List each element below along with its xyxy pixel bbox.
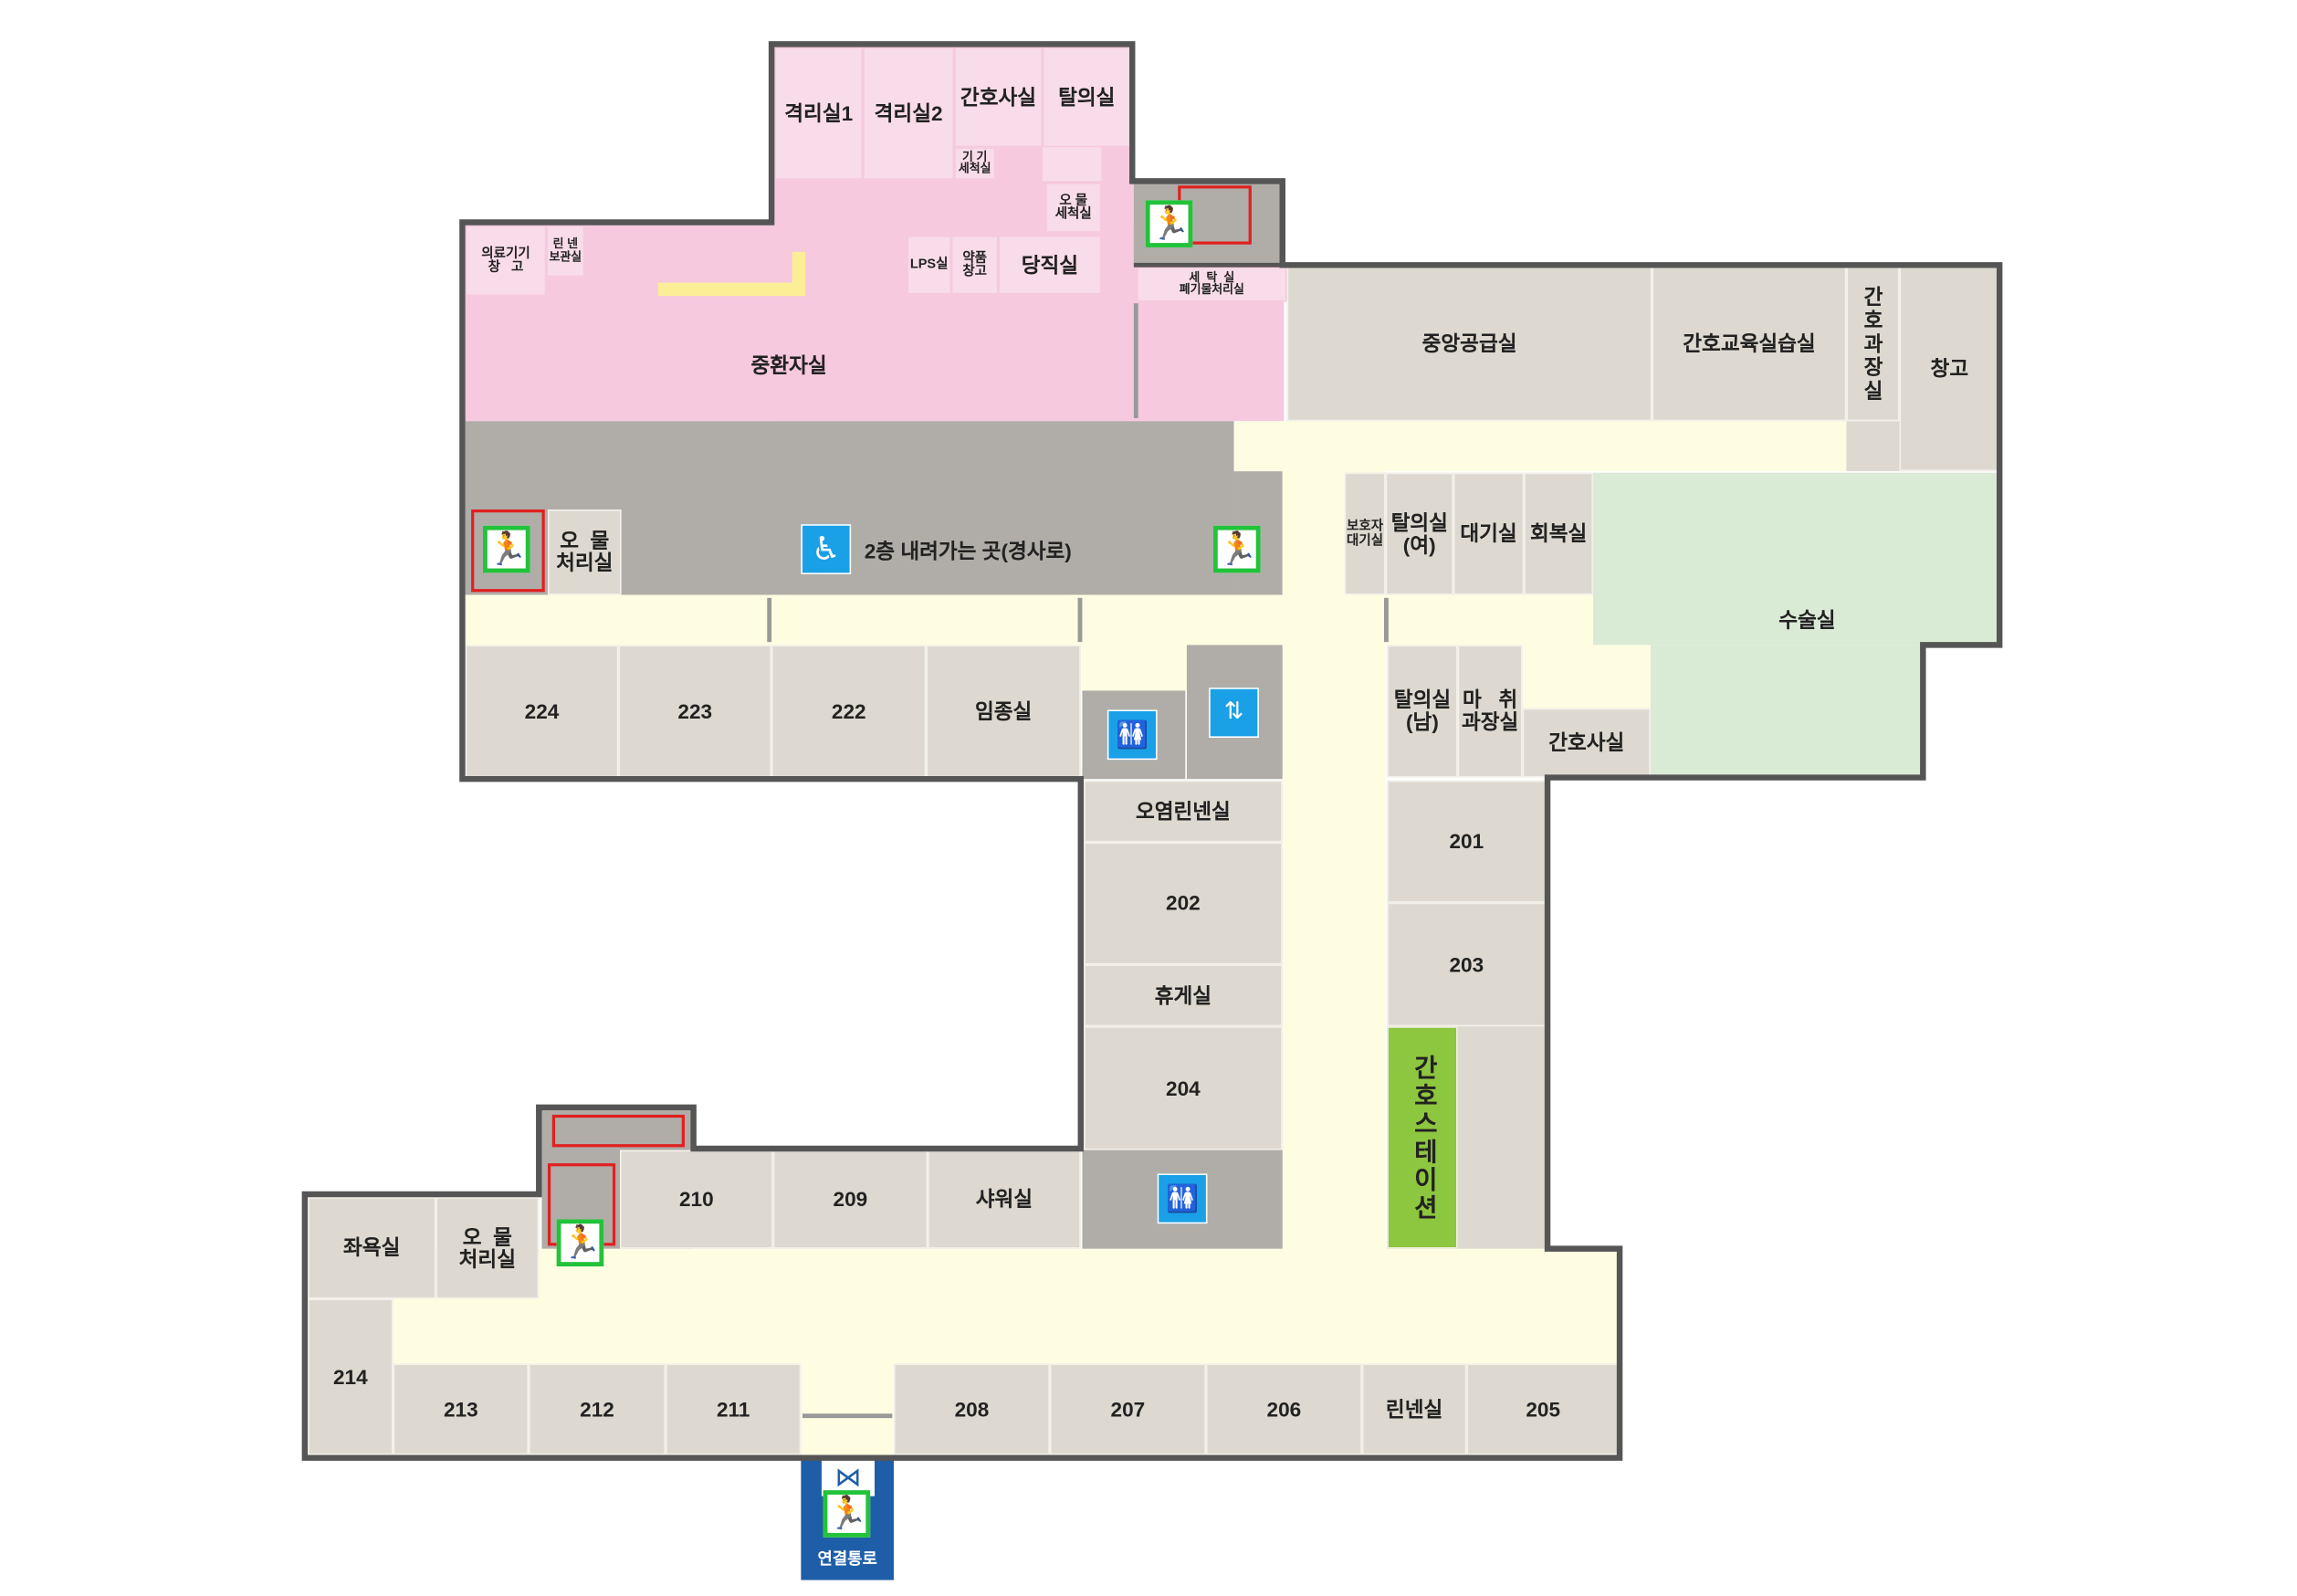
emergency-exit-icon: 🏃 — [482, 525, 530, 573]
room-205: 205 — [1466, 1363, 1620, 1455]
restroom-icon: 🚻 — [1157, 1173, 1208, 1224]
room-changing-male: 탈의실 (남) — [1387, 645, 1458, 778]
stairs-icon — [471, 509, 545, 593]
stairs-icon — [551, 1114, 685, 1148]
room-shower: 샤워실 — [928, 1150, 1081, 1249]
room-222: 222 — [771, 645, 927, 778]
room-213: 213 — [393, 1363, 529, 1455]
room-nurse-or: 간호사실 — [1522, 708, 1651, 778]
nurse-station: 간호스테이션 — [1387, 1026, 1458, 1249]
room-lps: LPS실 — [907, 236, 951, 295]
outer-wall-outline — [301, 41, 2003, 1461]
room-soiled-left: 오 물 처리실 — [547, 509, 622, 595]
room-nursing-director: 간호과장실 — [1846, 266, 1900, 422]
corridor — [1080, 645, 1187, 691]
nursing-path-marker — [792, 251, 806, 297]
door — [802, 1413, 893, 1419]
ramp-label: 2층 내려가는 곳(경사로) — [864, 539, 1072, 563]
room-206: 206 — [1205, 1363, 1362, 1455]
room-guardian-waiting: 보호자 대기실 — [1344, 472, 1386, 595]
corridor — [465, 594, 1652, 646]
room-central-supply: 중앙공급실 — [1286, 266, 1652, 422]
room-203: 203 — [1387, 902, 1547, 1027]
restroom-icon: 🚻 — [1107, 709, 1158, 761]
room-linen-storage: 린 넨 보관실 — [546, 225, 585, 278]
room-duty: 당직실 — [998, 236, 1102, 295]
room-202: 202 — [1084, 842, 1283, 965]
room-linen: 린넨실 — [1361, 1363, 1467, 1455]
room-hospice: 임종실 — [926, 645, 1081, 778]
operating-zone — [1650, 645, 1924, 778]
room-212: 212 — [528, 1363, 666, 1455]
room-changing-female: 탈의실 (여) — [1385, 472, 1453, 595]
room-changing-annex — [1042, 147, 1102, 182]
operating-zone — [1593, 472, 2000, 646]
room-recovery: 회복실 — [1524, 472, 1594, 595]
room-medical-storage: 의료기기 창 고 — [465, 225, 547, 297]
room-equipment-wash: 기 기 세척실 — [954, 147, 996, 180]
room-changing-top: 탈의실 — [1042, 47, 1131, 148]
nurse-station-annex — [1457, 1026, 1547, 1249]
room-207: 207 — [1049, 1363, 1206, 1455]
room-operating: 수술실 — [1778, 608, 1836, 632]
room-soiled-wash: 오 물 세척실 — [1045, 182, 1102, 233]
door — [1077, 597, 1083, 643]
room-isolation-1: 격리실1 — [774, 47, 864, 180]
room-nurse-top: 간호사실 — [954, 47, 1043, 148]
door — [1133, 303, 1138, 419]
room-204: 204 — [1084, 1026, 1283, 1150]
connection-passage[interactable]: ⋈ 🏃 연결통로 — [801, 1457, 894, 1580]
corridor — [393, 1248, 1620, 1364]
room-anesthesia-director: 마 취 과장실 — [1457, 645, 1523, 778]
emergency-exit-icon: 🏃 — [823, 1490, 871, 1538]
emergency-exit-icon: 🏃 — [556, 1219, 604, 1267]
room-soiled-bottom: 오 물 처리실 — [435, 1197, 540, 1299]
wheelchair-ramp-icon: ♿ — [801, 524, 852, 574]
emergency-exit-icon: 🏃 — [1212, 525, 1261, 573]
corridor — [1282, 471, 1386, 1252]
room-lounge: 휴게실 — [1084, 964, 1283, 1027]
door — [767, 597, 772, 643]
room-isolation-2: 격리실2 — [863, 47, 955, 180]
corridor — [1522, 645, 1652, 709]
room-pharmacy-storage: 약품 창고 — [950, 236, 999, 295]
corridor — [1233, 421, 1847, 472]
emergency-exit-icon: 🏃 — [1145, 200, 1193, 247]
elevator-icon: ⇅ — [1209, 688, 1259, 739]
door — [1384, 597, 1389, 643]
room-223: 223 — [618, 645, 772, 778]
room-211: 211 — [665, 1363, 802, 1455]
room-waiting: 대기실 — [1453, 472, 1525, 595]
connection-passage-icon: ⋈ — [821, 1457, 876, 1496]
room-icu: 중환자실 — [750, 353, 827, 377]
room-laundry-waste: 세 탁 실 폐기물처리실 — [1137, 266, 1287, 302]
connection-passage-label: 연결통로 — [817, 1550, 877, 1569]
room-contaminated-linen: 오염린넨실 — [1084, 780, 1283, 843]
corridor — [801, 1363, 894, 1455]
room-sitz-bath: 좌욕실 — [308, 1197, 436, 1299]
nursing-path-marker — [657, 282, 806, 297]
room-210: 210 — [619, 1150, 773, 1249]
room-214: 214 — [308, 1298, 393, 1455]
room-208: 208 — [893, 1363, 1050, 1455]
